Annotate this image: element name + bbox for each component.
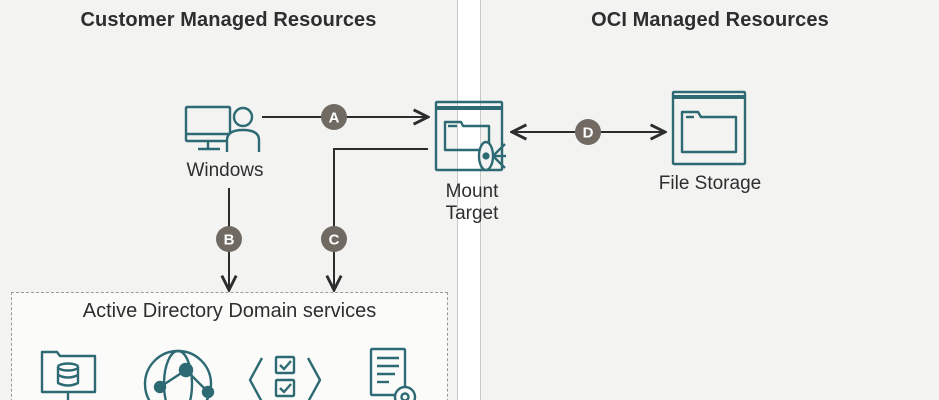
mount-target-label-line2: Target [445, 203, 499, 224]
connector-a: A [262, 104, 428, 130]
customer-managed-title: Customer Managed Resources [80, 9, 377, 31]
active-directory-title: Active Directory Domain services [82, 300, 377, 322]
oci-managed-panel: OCI Managed Resources [480, 0, 939, 400]
connector-c-label: C [329, 232, 340, 249]
active-directory-box [11, 292, 448, 400]
checklist-code-icon [248, 355, 322, 400]
connector-d: D [512, 119, 665, 145]
windows-icon [184, 105, 261, 152]
connector-d-label: D [583, 125, 594, 142]
document-settings-icon [369, 347, 417, 400]
mount-target-icon [434, 100, 506, 172]
connector-a-label: A [329, 110, 340, 127]
file-storage-icon [671, 90, 747, 166]
oci-managed-title: OCI Managed Resources [591, 9, 829, 31]
windows-label: Windows [186, 160, 264, 181]
connector-b-label: B [224, 232, 235, 249]
file-storage-label: File Storage [658, 173, 762, 194]
connector-c: C [321, 148, 428, 290]
mount-target-label-line1: Mount [445, 181, 499, 202]
network-globe-icon [143, 349, 215, 400]
connector-b: B [216, 188, 242, 290]
mount-target-label: Mount Target [422, 181, 522, 225]
database-server-icon [40, 350, 97, 400]
